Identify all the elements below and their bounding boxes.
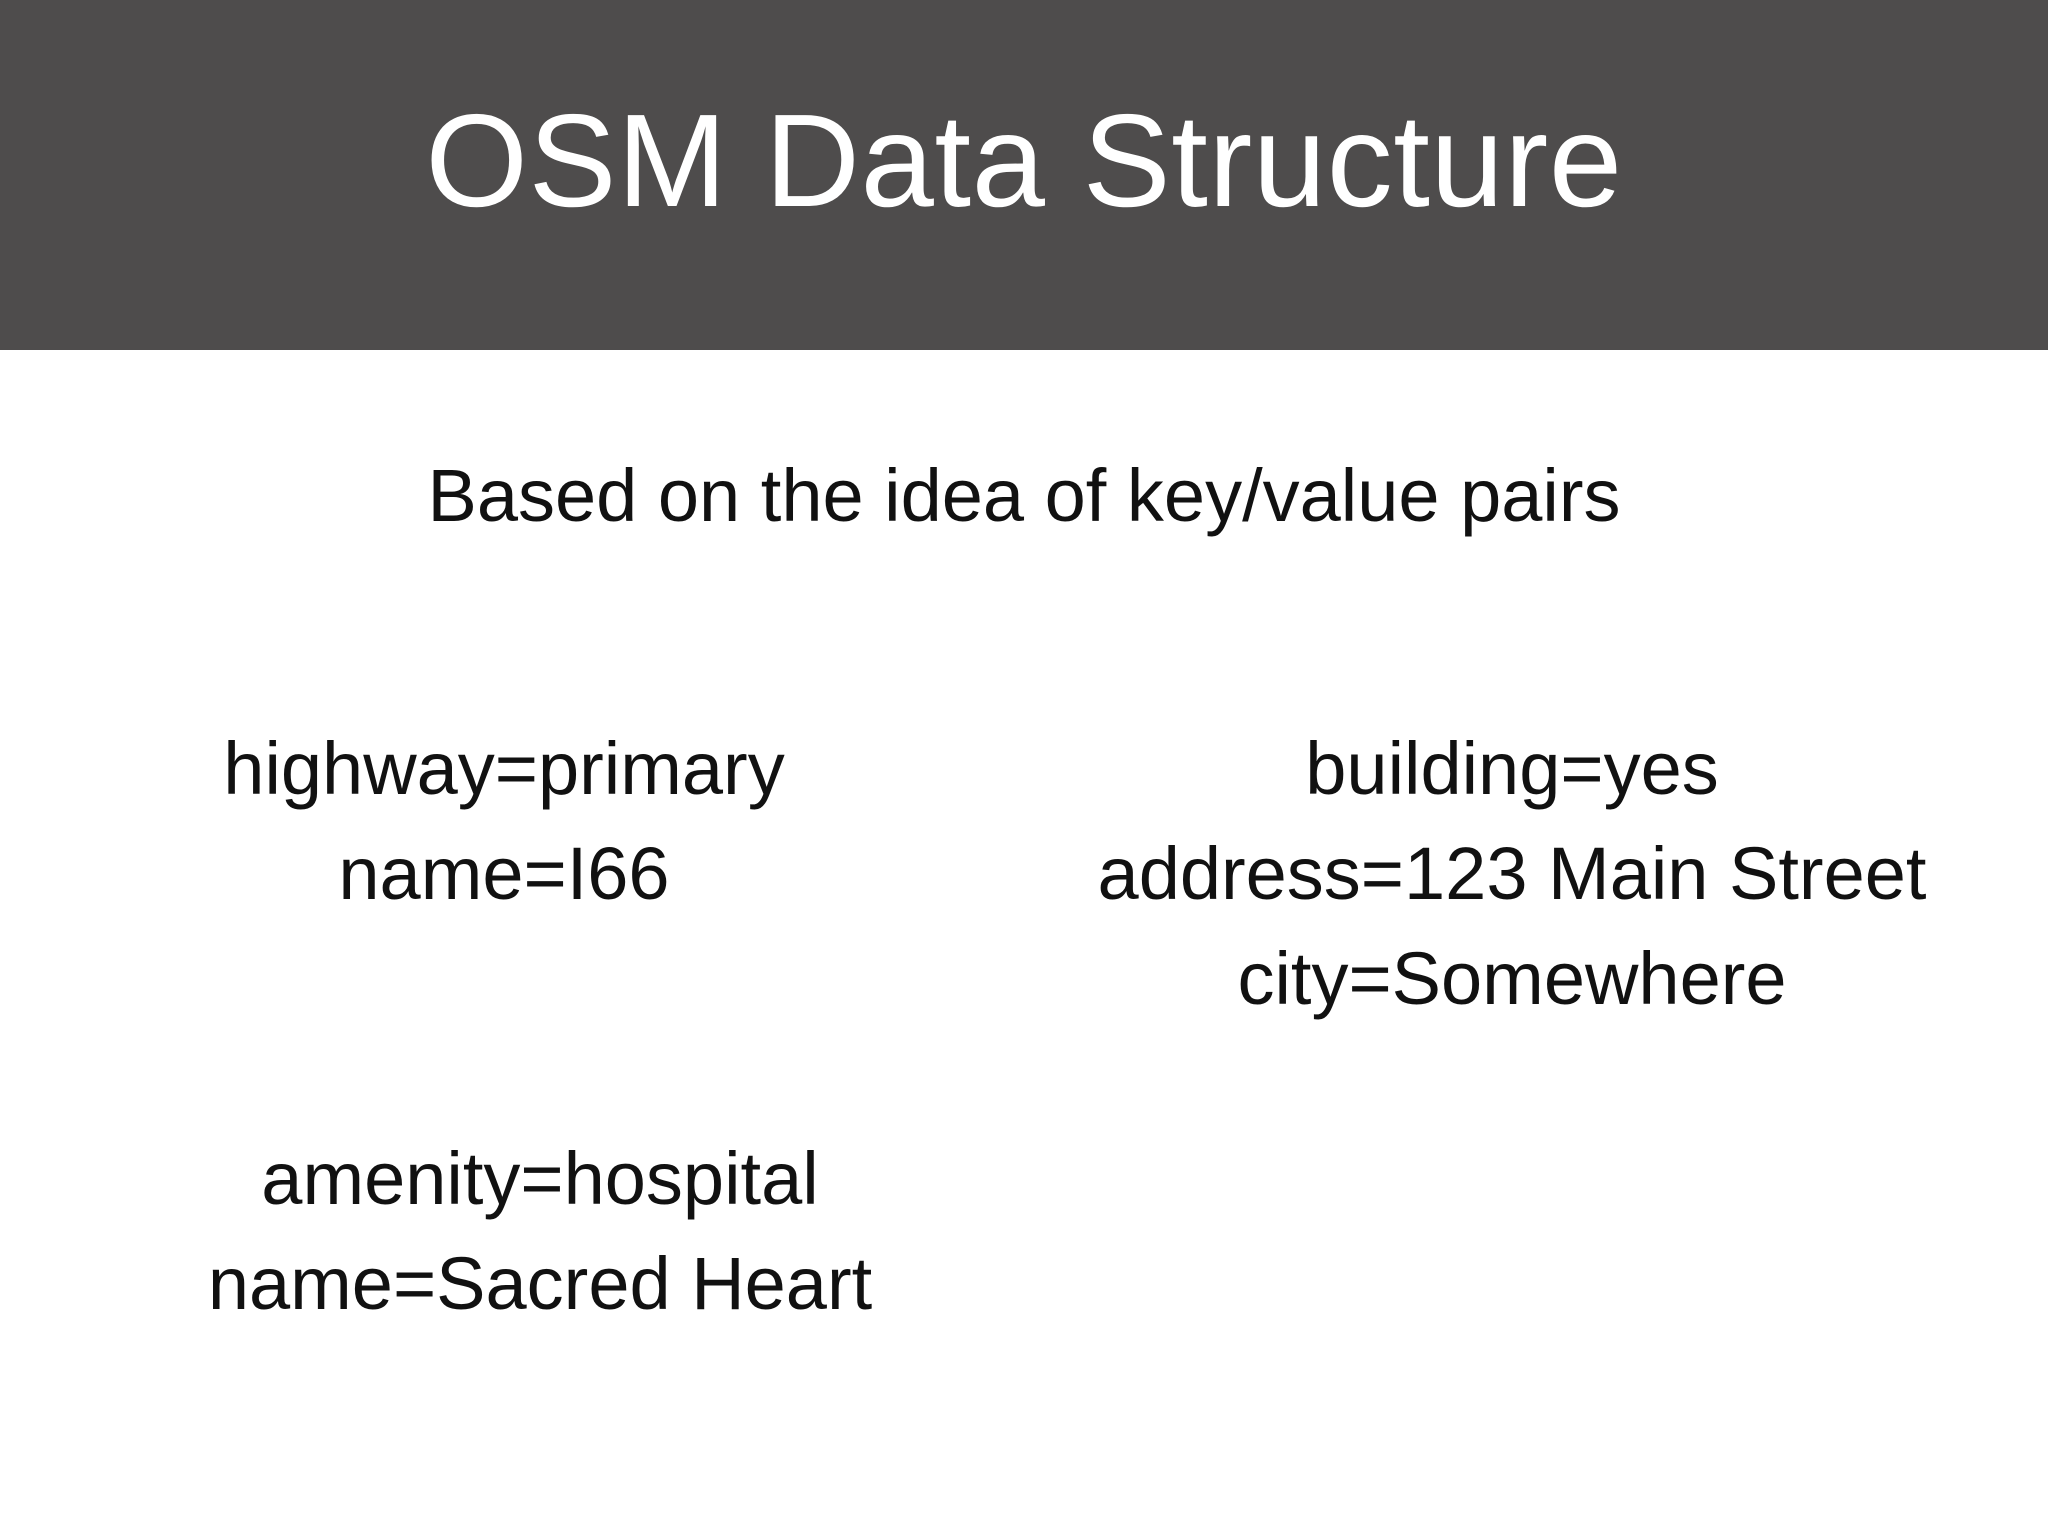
slide-header-band (0, 0, 2048, 350)
tag-line: city=Somewhere (1237, 937, 1787, 1021)
tag-line: address=123 Main Street (1097, 832, 1927, 916)
tag-line: name=Sacred Heart (207, 1242, 873, 1326)
tag-line: building=yes (1305, 727, 1719, 810)
tag-line: name=I66 (338, 832, 670, 916)
slide-title: OSM Data Structure (425, 86, 1623, 234)
tag-block-amenity: amenity=hospital name=Sacred Heart (190, 1126, 890, 1336)
tag-line: highway=primary (223, 727, 785, 810)
tag-block-highway: highway=primary name=I66 (154, 716, 854, 926)
tag-line: amenity=hospital (261, 1137, 819, 1220)
tag-block-building: building=yes address=123 Main Street cit… (1012, 716, 2012, 1031)
slide-subtitle: Based on the idea of key/value pairs (427, 454, 1621, 537)
